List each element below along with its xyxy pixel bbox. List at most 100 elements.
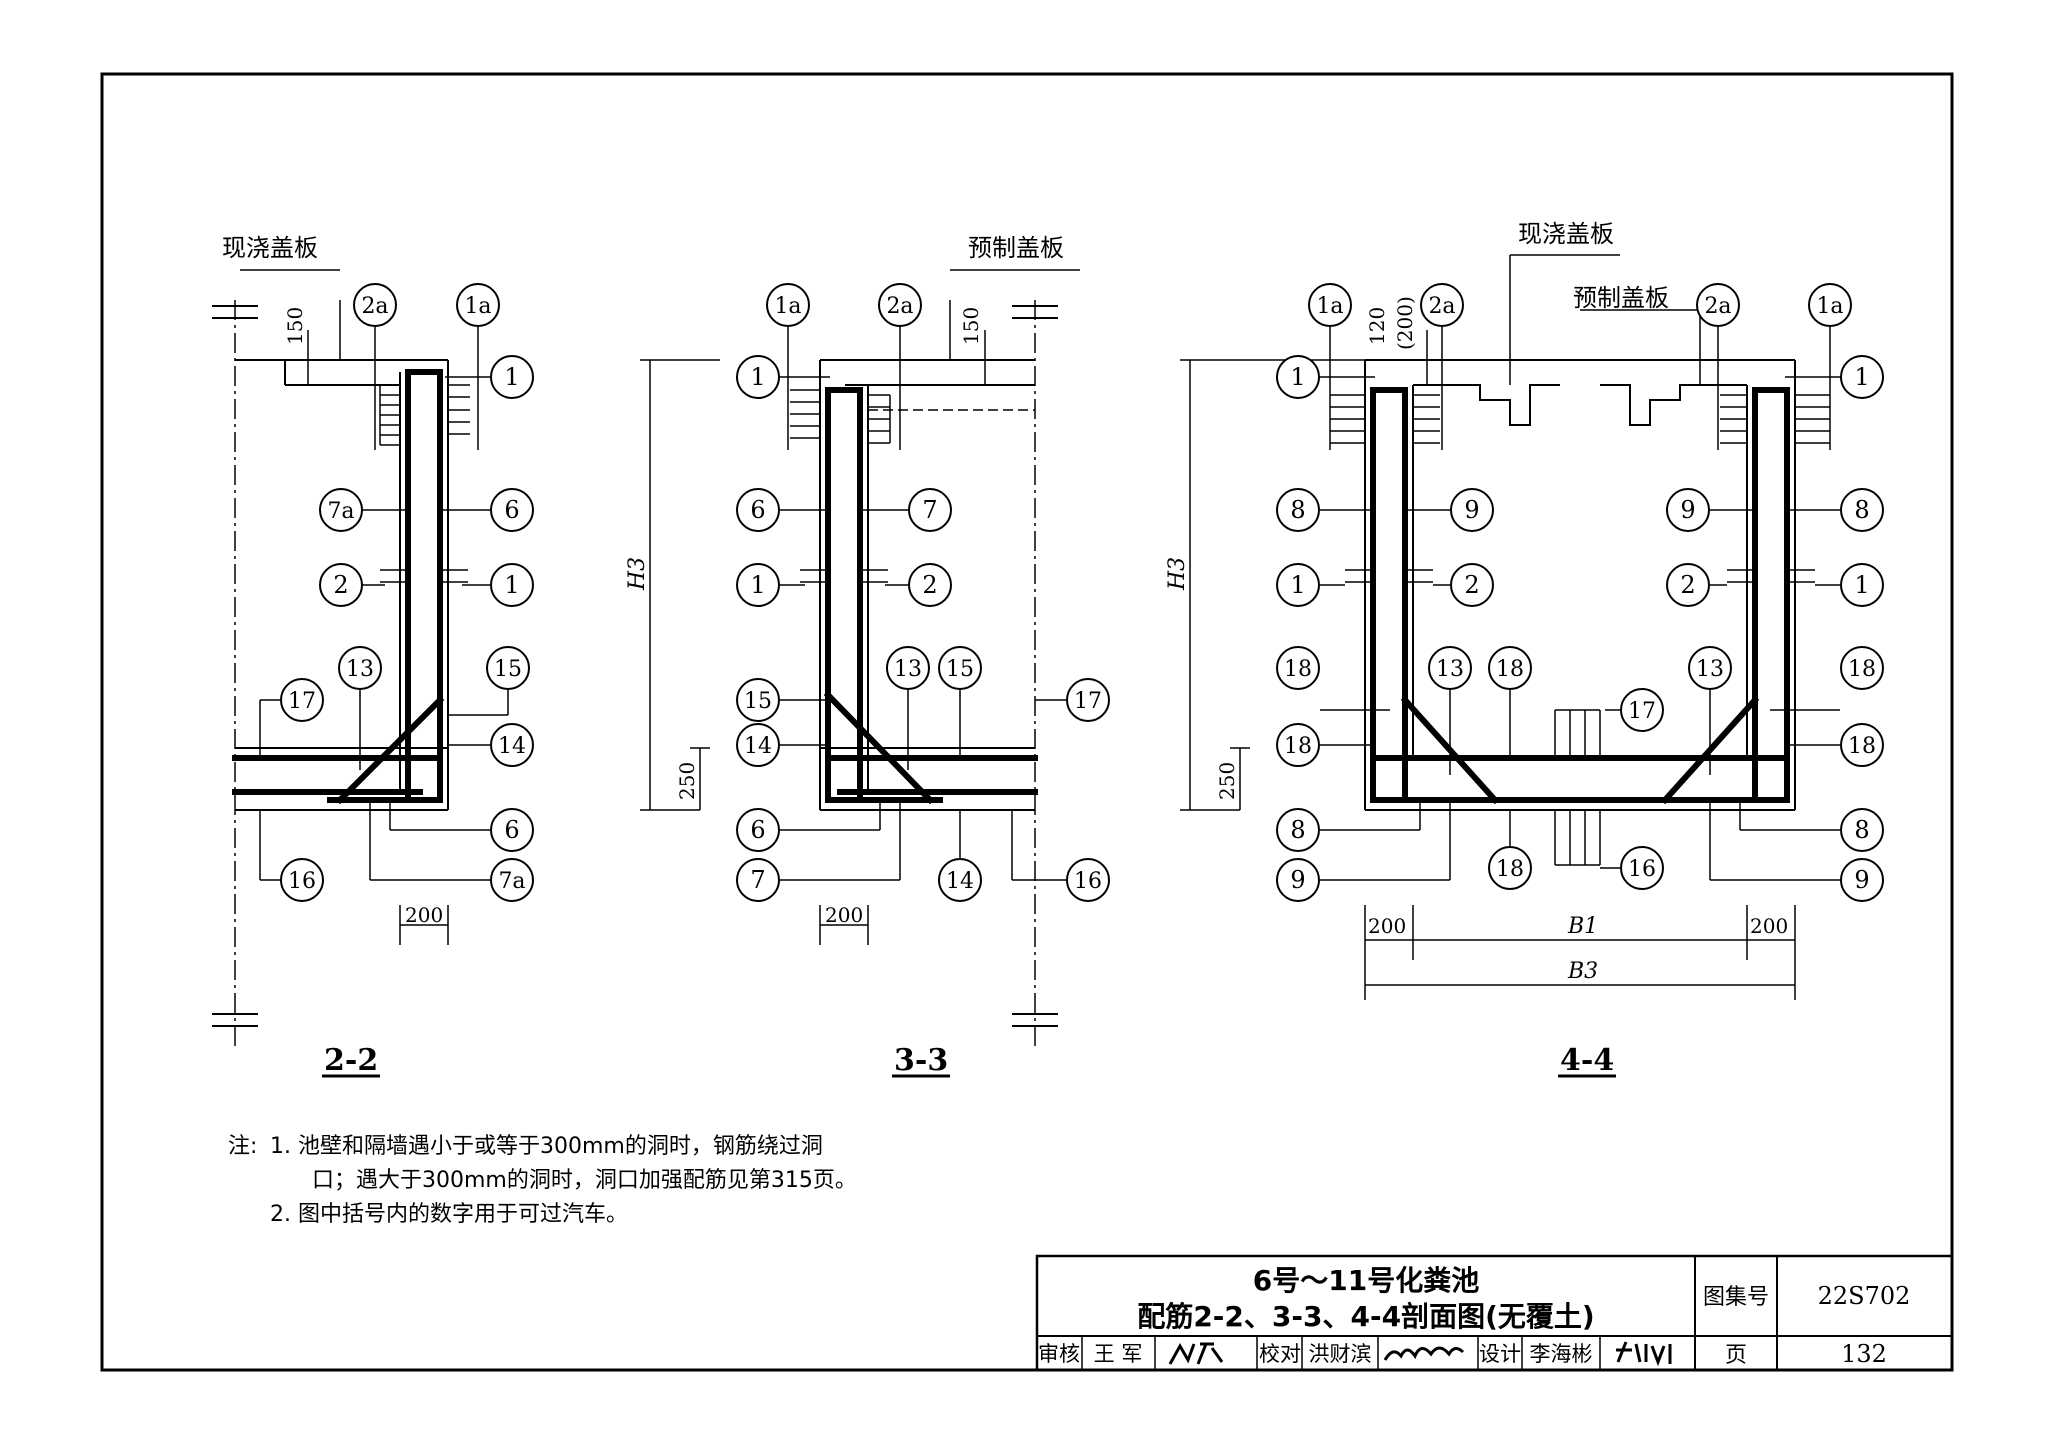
note-1b: 口；遇大于300mm的洞时，洞口加强配筋见第315页。 — [312, 1168, 857, 1193]
callout-label: 9 — [1290, 866, 1305, 894]
callout-circle — [1840, 563, 1884, 607]
callout-label: 7a — [327, 499, 354, 524]
rebar-callout-s33-11: 14 — [736, 723, 780, 767]
callout-circle — [1450, 488, 1494, 532]
callout-circle — [486, 646, 530, 690]
sheet-border — [100, 72, 1954, 1372]
check-name: 洪财滨 — [1309, 1342, 1372, 1366]
callout-circle — [1620, 846, 1664, 890]
drawing-title-line1: 6号～11号化粪池 — [1253, 1264, 1479, 1297]
callout-label: 1 — [1854, 363, 1869, 391]
rebar-callout-s33-9: 15 — [938, 646, 982, 690]
rebar-callout-s22-7: 13 — [338, 646, 382, 690]
label-precast-cover-3-3: 预制盖板 — [968, 234, 1064, 262]
rebar-callout-s44-22: 8 — [1276, 808, 1320, 852]
rebar-callout-s44-7: 9 — [1450, 488, 1494, 532]
callout-label: 13 — [1696, 657, 1724, 682]
rebar-callout-s44-11: 2 — [1450, 563, 1494, 607]
section-3-3: H3 250 150 200 预制盖板 3-3 — [625, 234, 1080, 1078]
callout-circle — [490, 488, 534, 532]
callout-label: 1a — [774, 294, 801, 319]
callout-label: 13 — [346, 657, 374, 682]
rebar-callout-s33-4: 7 — [908, 488, 952, 532]
callout-label: 7 — [750, 866, 765, 894]
rebar-callout-s44-17: 13 — [1688, 646, 1732, 690]
rebar-callout-s22-0: 2a — [353, 283, 397, 327]
callout-label: 2a — [1428, 294, 1455, 319]
rebar-callout-s44-21: 18 — [1840, 723, 1884, 767]
callout-circle — [736, 563, 780, 607]
callout-circle — [1308, 283, 1352, 327]
callout-circle — [908, 488, 952, 532]
callout-circle — [456, 283, 500, 327]
callout-label: 1a — [1816, 294, 1843, 319]
rebar-callout-s33-14: 14 — [938, 858, 982, 902]
callout-circle — [736, 858, 780, 902]
callout-label: 15 — [744, 689, 772, 714]
rebar-callout-s22-9: 17 — [280, 678, 324, 722]
callout-circle — [1696, 283, 1740, 327]
rebar-callout-s44-8: 9 — [1666, 488, 1710, 532]
callout-circle — [1276, 563, 1320, 607]
dim-200-right-4-4: 200 — [1750, 914, 1788, 938]
callout-circle — [1840, 646, 1884, 690]
callout-label: 9 — [1464, 496, 1479, 524]
callout-label: 1a — [464, 294, 491, 319]
callout-label: 8 — [1290, 496, 1305, 524]
callout-label: 8 — [1854, 816, 1869, 844]
callout-circle — [1840, 723, 1884, 767]
rebar-callout-s44-9: 8 — [1840, 488, 1884, 532]
page-label: 页 — [1725, 1343, 1747, 1368]
callout-circle — [490, 723, 534, 767]
design-signature — [1616, 1341, 1672, 1367]
callout-circle — [736, 678, 780, 722]
callout-circle — [1840, 858, 1884, 902]
callout-circle — [766, 283, 810, 327]
section-title-2-2: 2-2 — [324, 1043, 378, 1078]
dim-250-3-3: 250 — [675, 762, 699, 800]
callout-circle — [1666, 488, 1710, 532]
callout-circle — [1066, 858, 1110, 902]
drawing-title-line2: 配筋2-2、3-3、4-4剖面图(无覆土) — [1137, 1300, 1594, 1333]
callout-label: 9 — [1854, 866, 1869, 894]
callout-label: 6 — [504, 816, 519, 844]
dim-200-2-2: 200 — [405, 903, 443, 927]
callout-label: 17 — [1074, 689, 1102, 714]
callout-circle — [1420, 283, 1464, 327]
callout-label: 14 — [498, 734, 526, 759]
callout-circle — [490, 808, 534, 852]
section-4-4: H3 250 120 (200) 200 200 B1 B3 现浇盖板 预制盖板… — [1165, 220, 1840, 1078]
rebar-callout-s33-6: 2 — [908, 563, 952, 607]
callout-label: 16 — [1074, 869, 1102, 894]
callout-label: 18 — [1848, 734, 1876, 759]
dim-200-paren-4-4: (200) — [1393, 296, 1417, 350]
callout-circle — [1276, 808, 1320, 852]
callout-circle — [490, 563, 534, 607]
callout-label: 1 — [504, 363, 519, 391]
wall-rebar-2-2 — [327, 369, 443, 803]
review-signature — [1168, 1342, 1224, 1365]
rebar-callout-s44-24: 9 — [1276, 858, 1320, 902]
rebar-callout-s22-11: 6 — [490, 808, 534, 852]
callout-circle — [1620, 688, 1664, 732]
callout-circle — [338, 646, 382, 690]
rebar-callout-s33-0: 1a — [766, 283, 810, 327]
callout-circle — [1666, 563, 1710, 607]
callout-label: 2 — [333, 571, 348, 599]
rebar-callout-s44-5: 1 — [1840, 355, 1884, 399]
rebar-callout-s44-16: 18 — [1488, 646, 1532, 690]
callout-circle — [1688, 646, 1732, 690]
rebar-callout-s44-10: 1 — [1276, 563, 1320, 607]
callout-label: 15 — [494, 657, 522, 682]
callout-label: 2a — [1704, 294, 1731, 319]
section-title-3-3: 3-3 — [894, 1043, 948, 1078]
callout-label: 8 — [1854, 496, 1869, 524]
callout-label: 16 — [1628, 857, 1656, 882]
callout-label: 1a — [1316, 294, 1343, 319]
rebar-callout-s33-5: 1 — [736, 563, 780, 607]
dim-250-4-4: 250 — [1215, 762, 1239, 800]
callout-label: 16 — [288, 869, 316, 894]
callout-circle — [1276, 488, 1320, 532]
rebar-callout-s33-1: 2a — [878, 283, 922, 327]
